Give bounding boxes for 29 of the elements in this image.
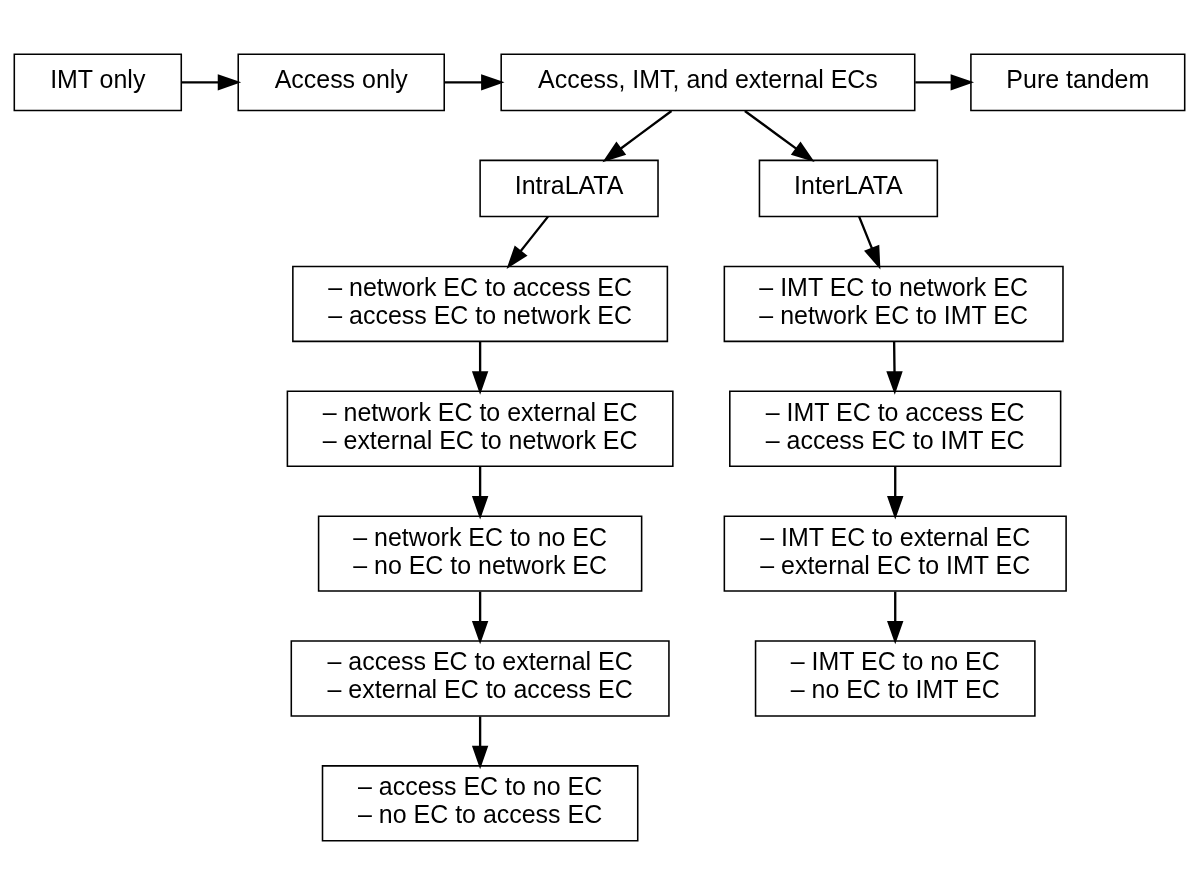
node-box: – access EC to no EC – no EC to access EC (321, 764, 639, 842)
arrow (471, 466, 489, 520)
node-box: IntraLATA (479, 159, 659, 217)
arrow (858, 215, 881, 269)
node-box: – network EC to access EC – access EC to network EC (292, 265, 669, 342)
node-box: InterLATA (758, 159, 939, 217)
node-box: – IMT EC to no EC – no EC to IMT EC (754, 639, 1036, 717)
node-box: – IMT EC to external EC – external EC to IMT EC (723, 514, 1067, 592)
node-box: – network EC to external EC – external EC to network EC (286, 390, 674, 467)
node-box: Pure tandem (970, 52, 1186, 111)
node-box: IMT only (13, 52, 183, 111)
arrow (886, 341, 903, 395)
node-box: – network EC to no EC – no EC to network EC (317, 514, 643, 592)
arrow (181, 73, 242, 91)
node-box: – IMT EC to network EC – network EC to IMT EC (723, 265, 1064, 342)
arrow (915, 73, 975, 91)
node-box: Access only (237, 52, 445, 111)
arrow (744, 109, 815, 162)
node-box: – access EC to external EC – external EC to access EC (290, 639, 670, 717)
arrow (602, 109, 673, 162)
arrow (887, 466, 904, 520)
arrow (887, 591, 904, 644)
node-box: – IMT EC to access EC – access EC to IMT EC (729, 390, 1062, 467)
arrow (471, 341, 489, 395)
arrow (471, 716, 489, 769)
arrow (444, 73, 505, 91)
node-box: Access, IMT, and external ECs (500, 52, 916, 111)
arrow (471, 591, 489, 644)
arrow (506, 215, 549, 269)
